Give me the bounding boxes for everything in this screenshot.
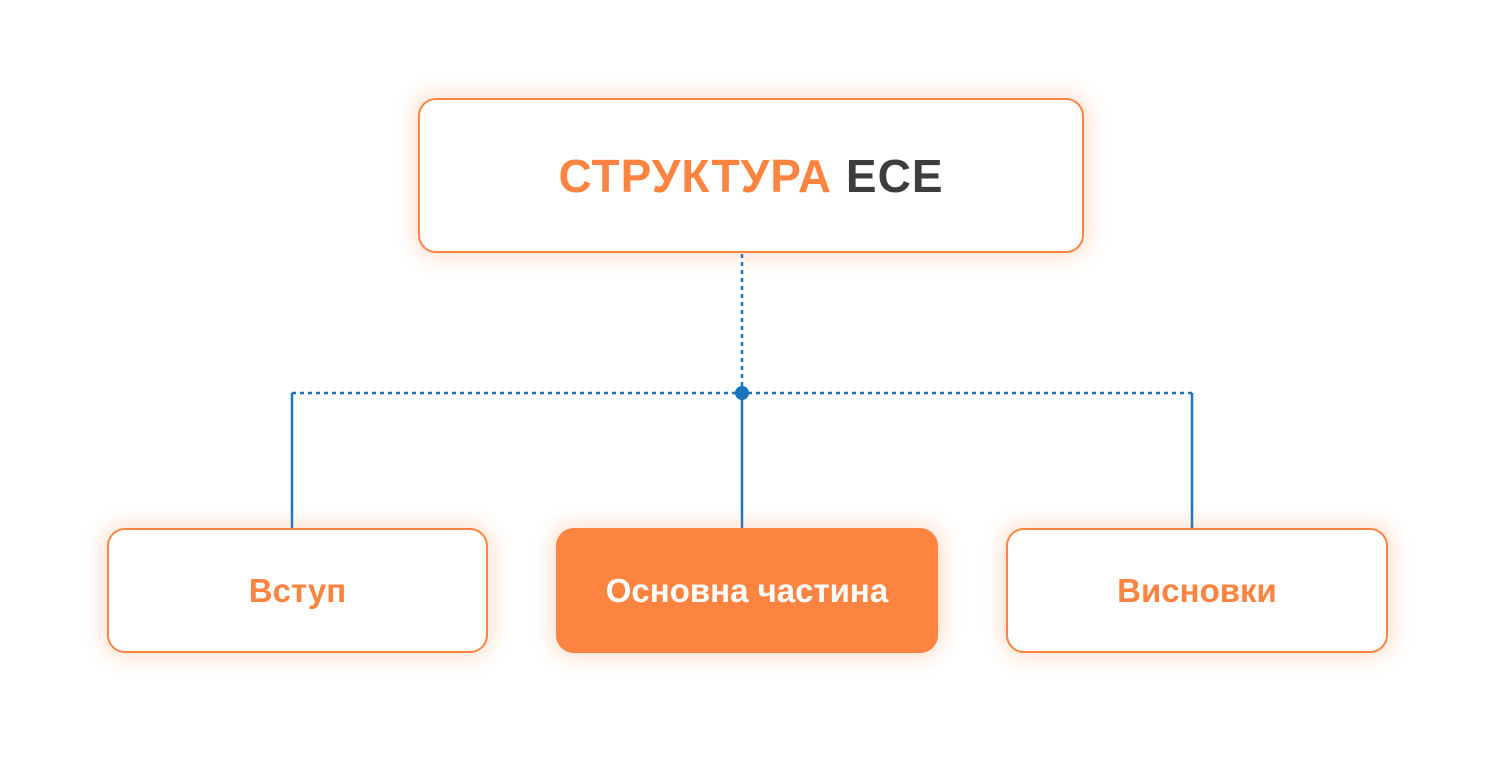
- root-title-rest: ЕСЕ: [845, 149, 944, 202]
- child-node-label: Основна частина: [605, 571, 889, 609]
- child-node-label: Висновки: [1117, 571, 1277, 609]
- root-title-accent: СТРУКТУРА: [558, 149, 833, 202]
- junction-dot: [735, 386, 749, 400]
- child-node-intro: Вступ: [107, 528, 488, 653]
- child-node-label: Вступ: [248, 571, 347, 609]
- root-node: СТРУКТУРА ЕСЕ: [418, 98, 1084, 253]
- child-node-main-part: Основна частина: [556, 528, 938, 653]
- child-node-conclusions: Висновки: [1006, 528, 1388, 653]
